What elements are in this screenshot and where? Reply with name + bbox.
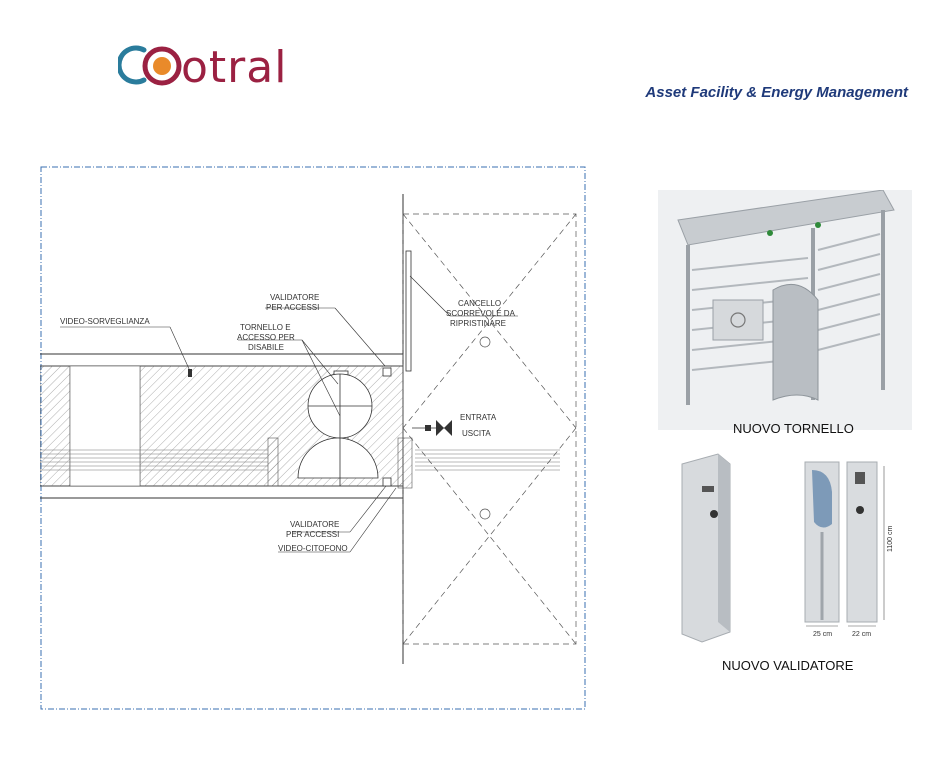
- wall-hatch-left: [39, 365, 71, 487]
- sliding-gate: [405, 250, 412, 372]
- validator-bottom: [382, 477, 392, 487]
- label-validatore-bottom-2: PER ACCESSI: [286, 530, 339, 539]
- tagline: Asset Facility & Energy Management: [645, 84, 908, 101]
- logo-c-mark: [116, 45, 147, 85]
- dim-height: 1100 cm: [887, 526, 894, 552]
- dim-width-2: 22 cm: [852, 631, 871, 638]
- turnstile-caption: NUOVO TORNELLO: [733, 421, 854, 436]
- entry-exit-arrow: [412, 420, 452, 436]
- label-cancello-3: RIPRISTINARE: [450, 319, 506, 328]
- rail-tracks: [40, 449, 560, 471]
- validator-caption: NUOVO VALIDATORE: [722, 658, 854, 673]
- cotral-logo: otral: [116, 30, 308, 94]
- label-cancello-1: CANCELLO: [458, 299, 501, 308]
- logo-o-dot: [153, 57, 171, 75]
- logo-text: otral: [181, 42, 287, 93]
- label-validatore-top-2: PER ACCESSI: [266, 303, 319, 312]
- gate-area: [402, 213, 577, 645]
- validator-photo: 1100 cm 25 cm 22 cm: [672, 452, 912, 648]
- label-tornello-1: TORNELLO E: [240, 323, 291, 332]
- label-video-citofono: VIDEO-CITOFONO: [278, 544, 348, 553]
- validator-top: [382, 367, 392, 377]
- video-camera-icon: [188, 369, 192, 377]
- station-entrance-plan: VIDEO-SORVEGLIANZA VALIDATORE PER ACCESS…: [39, 166, 586, 710]
- logo-o-ring: [142, 46, 182, 86]
- turnstile-photo: [658, 189, 912, 430]
- label-validatore-bottom-1: VALIDATORE: [290, 520, 339, 529]
- label-validatore-top-1: VALIDATORE: [270, 293, 319, 302]
- dim-width-1: 25 cm: [813, 631, 832, 638]
- label-tornello-2: ACCESSO PER: [237, 333, 295, 342]
- opening: [69, 365, 141, 487]
- label-uscita: USCITA: [462, 429, 491, 438]
- label-tornello-3: DISABILE: [248, 343, 284, 352]
- turnstile-symbol: [297, 370, 379, 486]
- label-video-sorveglianza: VIDEO-SORVEGLIANZA: [60, 317, 150, 326]
- label-entrata: ENTRATA: [460, 413, 497, 422]
- label-cancello-2: SCORREVOLE DA: [446, 309, 516, 318]
